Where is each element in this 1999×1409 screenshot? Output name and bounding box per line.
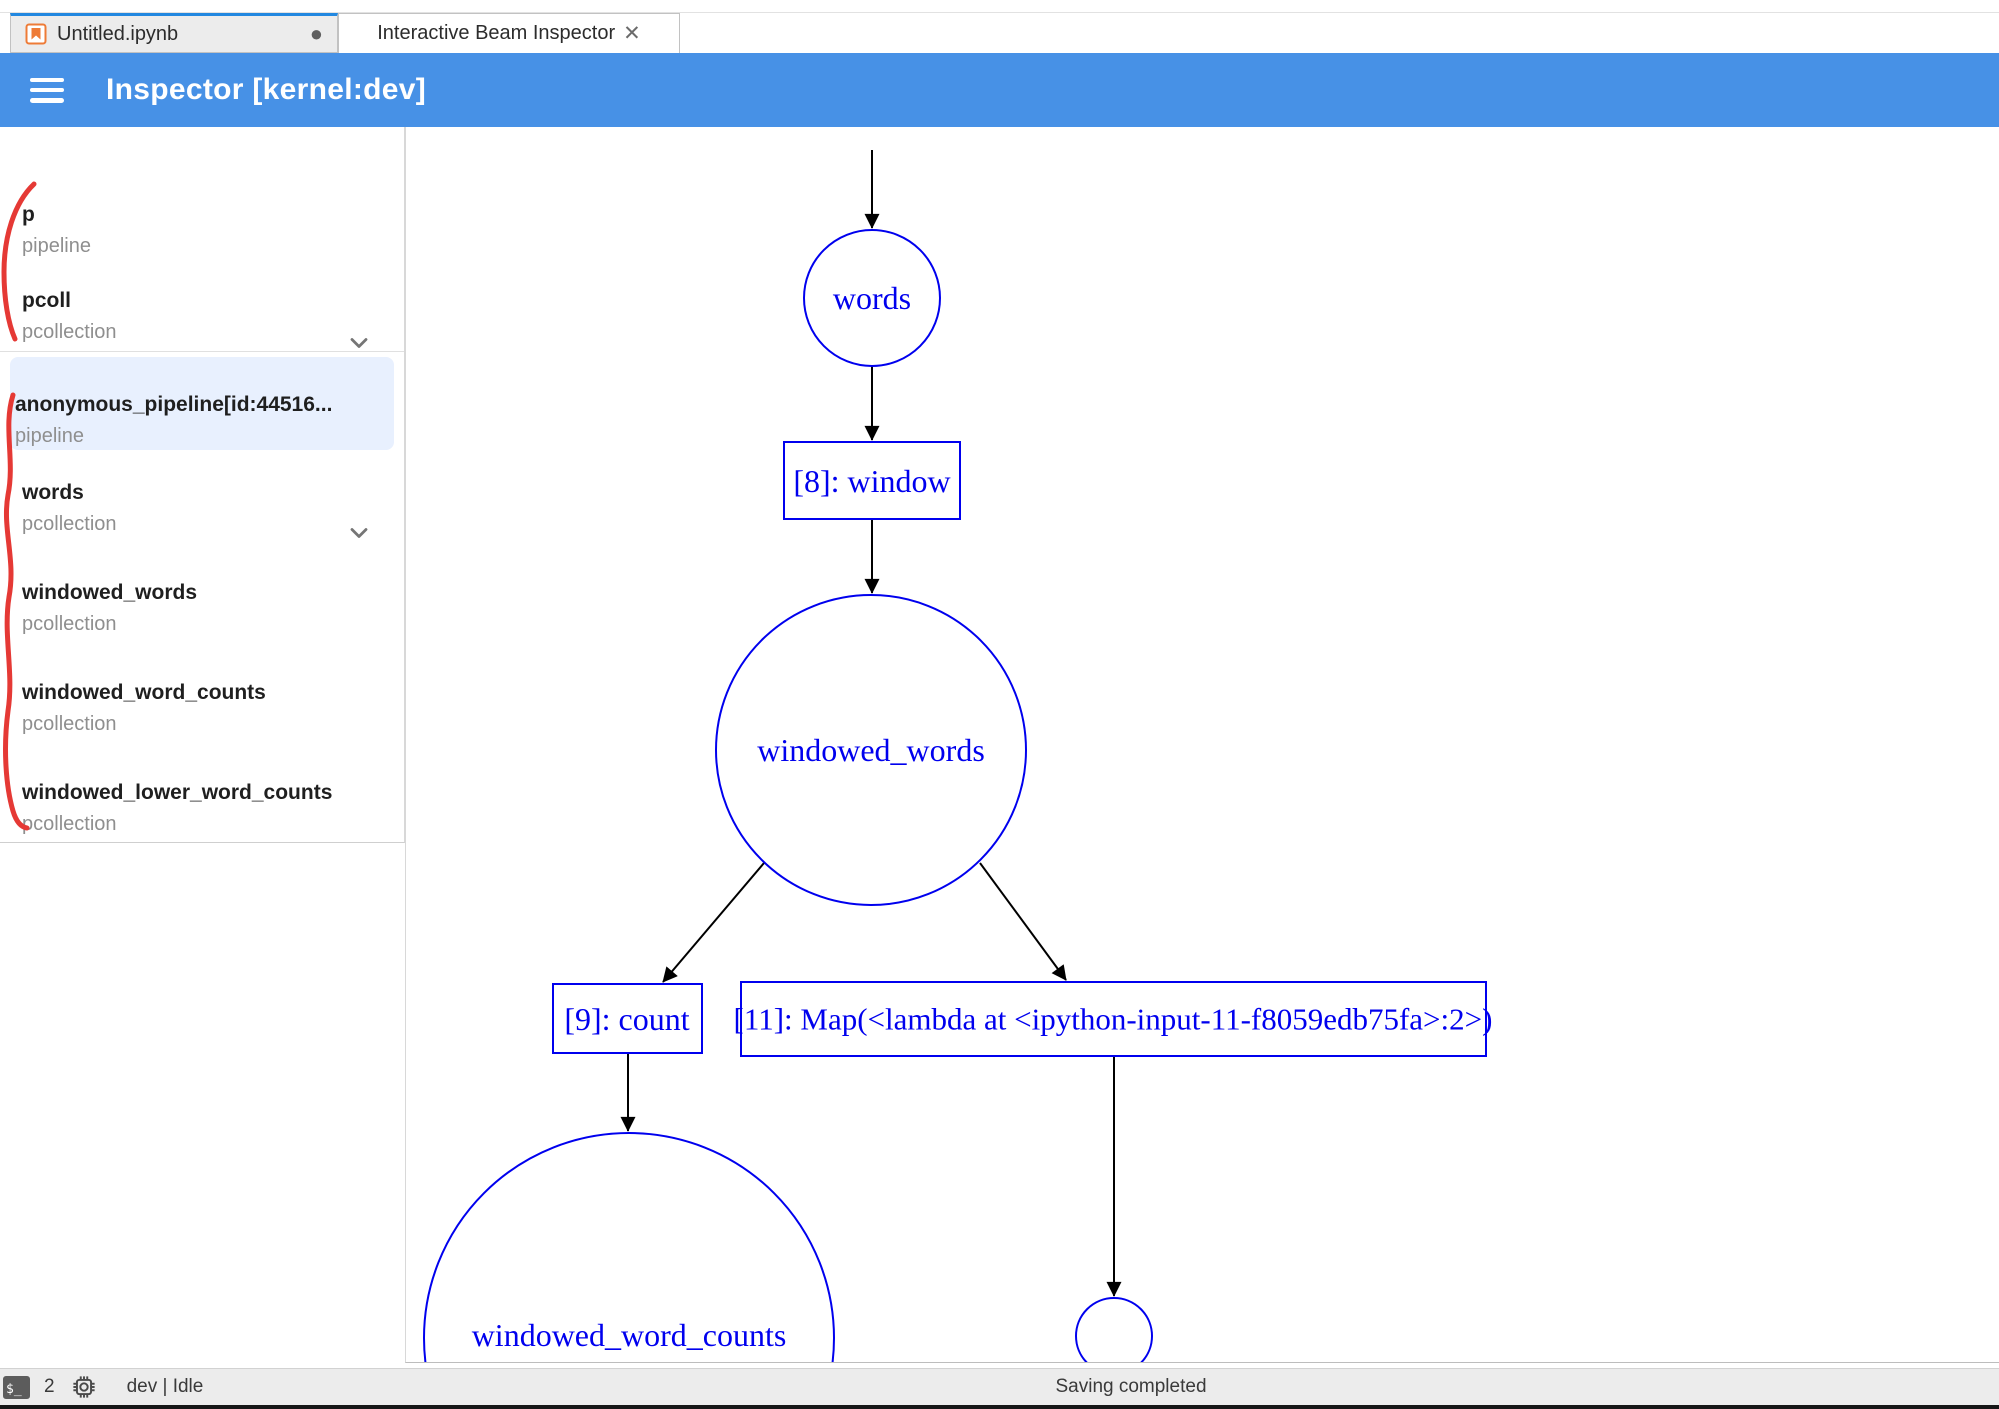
chevron-down-icon[interactable] (345, 329, 373, 357)
node-count-label: [9]: count (564, 1001, 689, 1037)
node-windowed-word-counts-label: windowed_word_counts (472, 1317, 787, 1353)
node-output-circle (1075, 1297, 1153, 1362)
sidebar-item-type: pipeline (15, 425, 84, 447)
sidebar-item-p[interactable]: p (22, 203, 35, 226)
sidebar-item-type: pcollection (22, 713, 117, 735)
close-icon[interactable]: ✕ (623, 22, 641, 45)
tab-interactive-beam-inspector[interactable]: Interactive Beam Inspector ✕ (338, 13, 680, 53)
pipeline-graph: words [8]: window windowed_words [9]: co… (423, 150, 1493, 1362)
sidebar-item-windowed-word-counts[interactable]: windowed_word_counts (22, 681, 266, 704)
sidebar-item-words[interactable]: words (22, 481, 84, 504)
tab-untitled-notebook[interactable]: Untitled.ipynb ● (10, 13, 338, 53)
edge-windowed-words-to-map (979, 862, 1067, 981)
chevron-down-icon[interactable] (345, 519, 373, 547)
inspector-header: Inspector [kernel:dev] (0, 53, 1999, 127)
node-words-circle (803, 229, 941, 367)
node-windowed-words-label: windowed_words (757, 732, 985, 768)
sidebar-item-anonymous-pipeline[interactable]: anonymous_pipeline[id:44516... (15, 393, 333, 416)
sidebar-item-pcoll[interactable]: pcoll (22, 289, 72, 312)
tab-label: Interactive Beam Inspector (377, 22, 616, 44)
sidebar-divider (0, 351, 404, 352)
kernel-chip-icon[interactable] (71, 1374, 97, 1400)
node-windowed-words-circle (715, 594, 1027, 906)
node-map-rect (740, 981, 1487, 1057)
kernel-status[interactable]: dev | Idle (126, 1376, 204, 1397)
kernel-session-count[interactable]: 2 (44, 1376, 55, 1397)
tab-label: Untitled.ipynb (57, 22, 179, 45)
node-words-label: words (833, 280, 911, 316)
pipeline-graph-panel: words [8]: window windowed_words [9]: co… (405, 127, 1999, 1363)
sidebar-item-windowed-lower-word-counts[interactable]: windowed_lower_word_counts (22, 781, 333, 804)
menu-icon[interactable] (30, 77, 64, 103)
selected-item-highlight (10, 357, 394, 450)
sidebar-item-type: pcollection (22, 613, 117, 635)
node-count-rect (552, 983, 703, 1054)
window-bottom-edge (0, 1405, 1999, 1409)
notebook-icon (25, 23, 47, 45)
status-bar: $_ 2 dev | Idle Saving completed (0, 1368, 1999, 1405)
node-windowed-word-counts-circle (423, 1132, 835, 1362)
node-map-label: [11]: Map(<lambda at <ipython-input-11-f… (734, 1002, 1493, 1037)
sidebar-item-type: pcollection (22, 321, 117, 343)
pipeline-sidebar: p pipeline pcoll pcollection anonymous_p… (0, 127, 405, 843)
node-window-label: [8]: window (793, 463, 950, 499)
save-status-message: Saving completed (1055, 1376, 1207, 1397)
sidebar-item-type: pcollection (22, 813, 117, 835)
node-window-rect (783, 441, 961, 520)
sidebar-item-type: pipeline (22, 235, 91, 257)
sidebar-item-type: pcollection (22, 513, 117, 535)
unsaved-changes-indicator: ● (309, 21, 323, 46)
page-title: Inspector [kernel:dev] (106, 73, 427, 106)
sidebar-item-windowed-words[interactable]: windowed_words (22, 581, 198, 604)
menubar-bottom-edge (0, 12, 1999, 13)
edge-windowed-words-to-count (662, 862, 765, 983)
terminal-icon[interactable]: $_ (3, 1375, 30, 1399)
